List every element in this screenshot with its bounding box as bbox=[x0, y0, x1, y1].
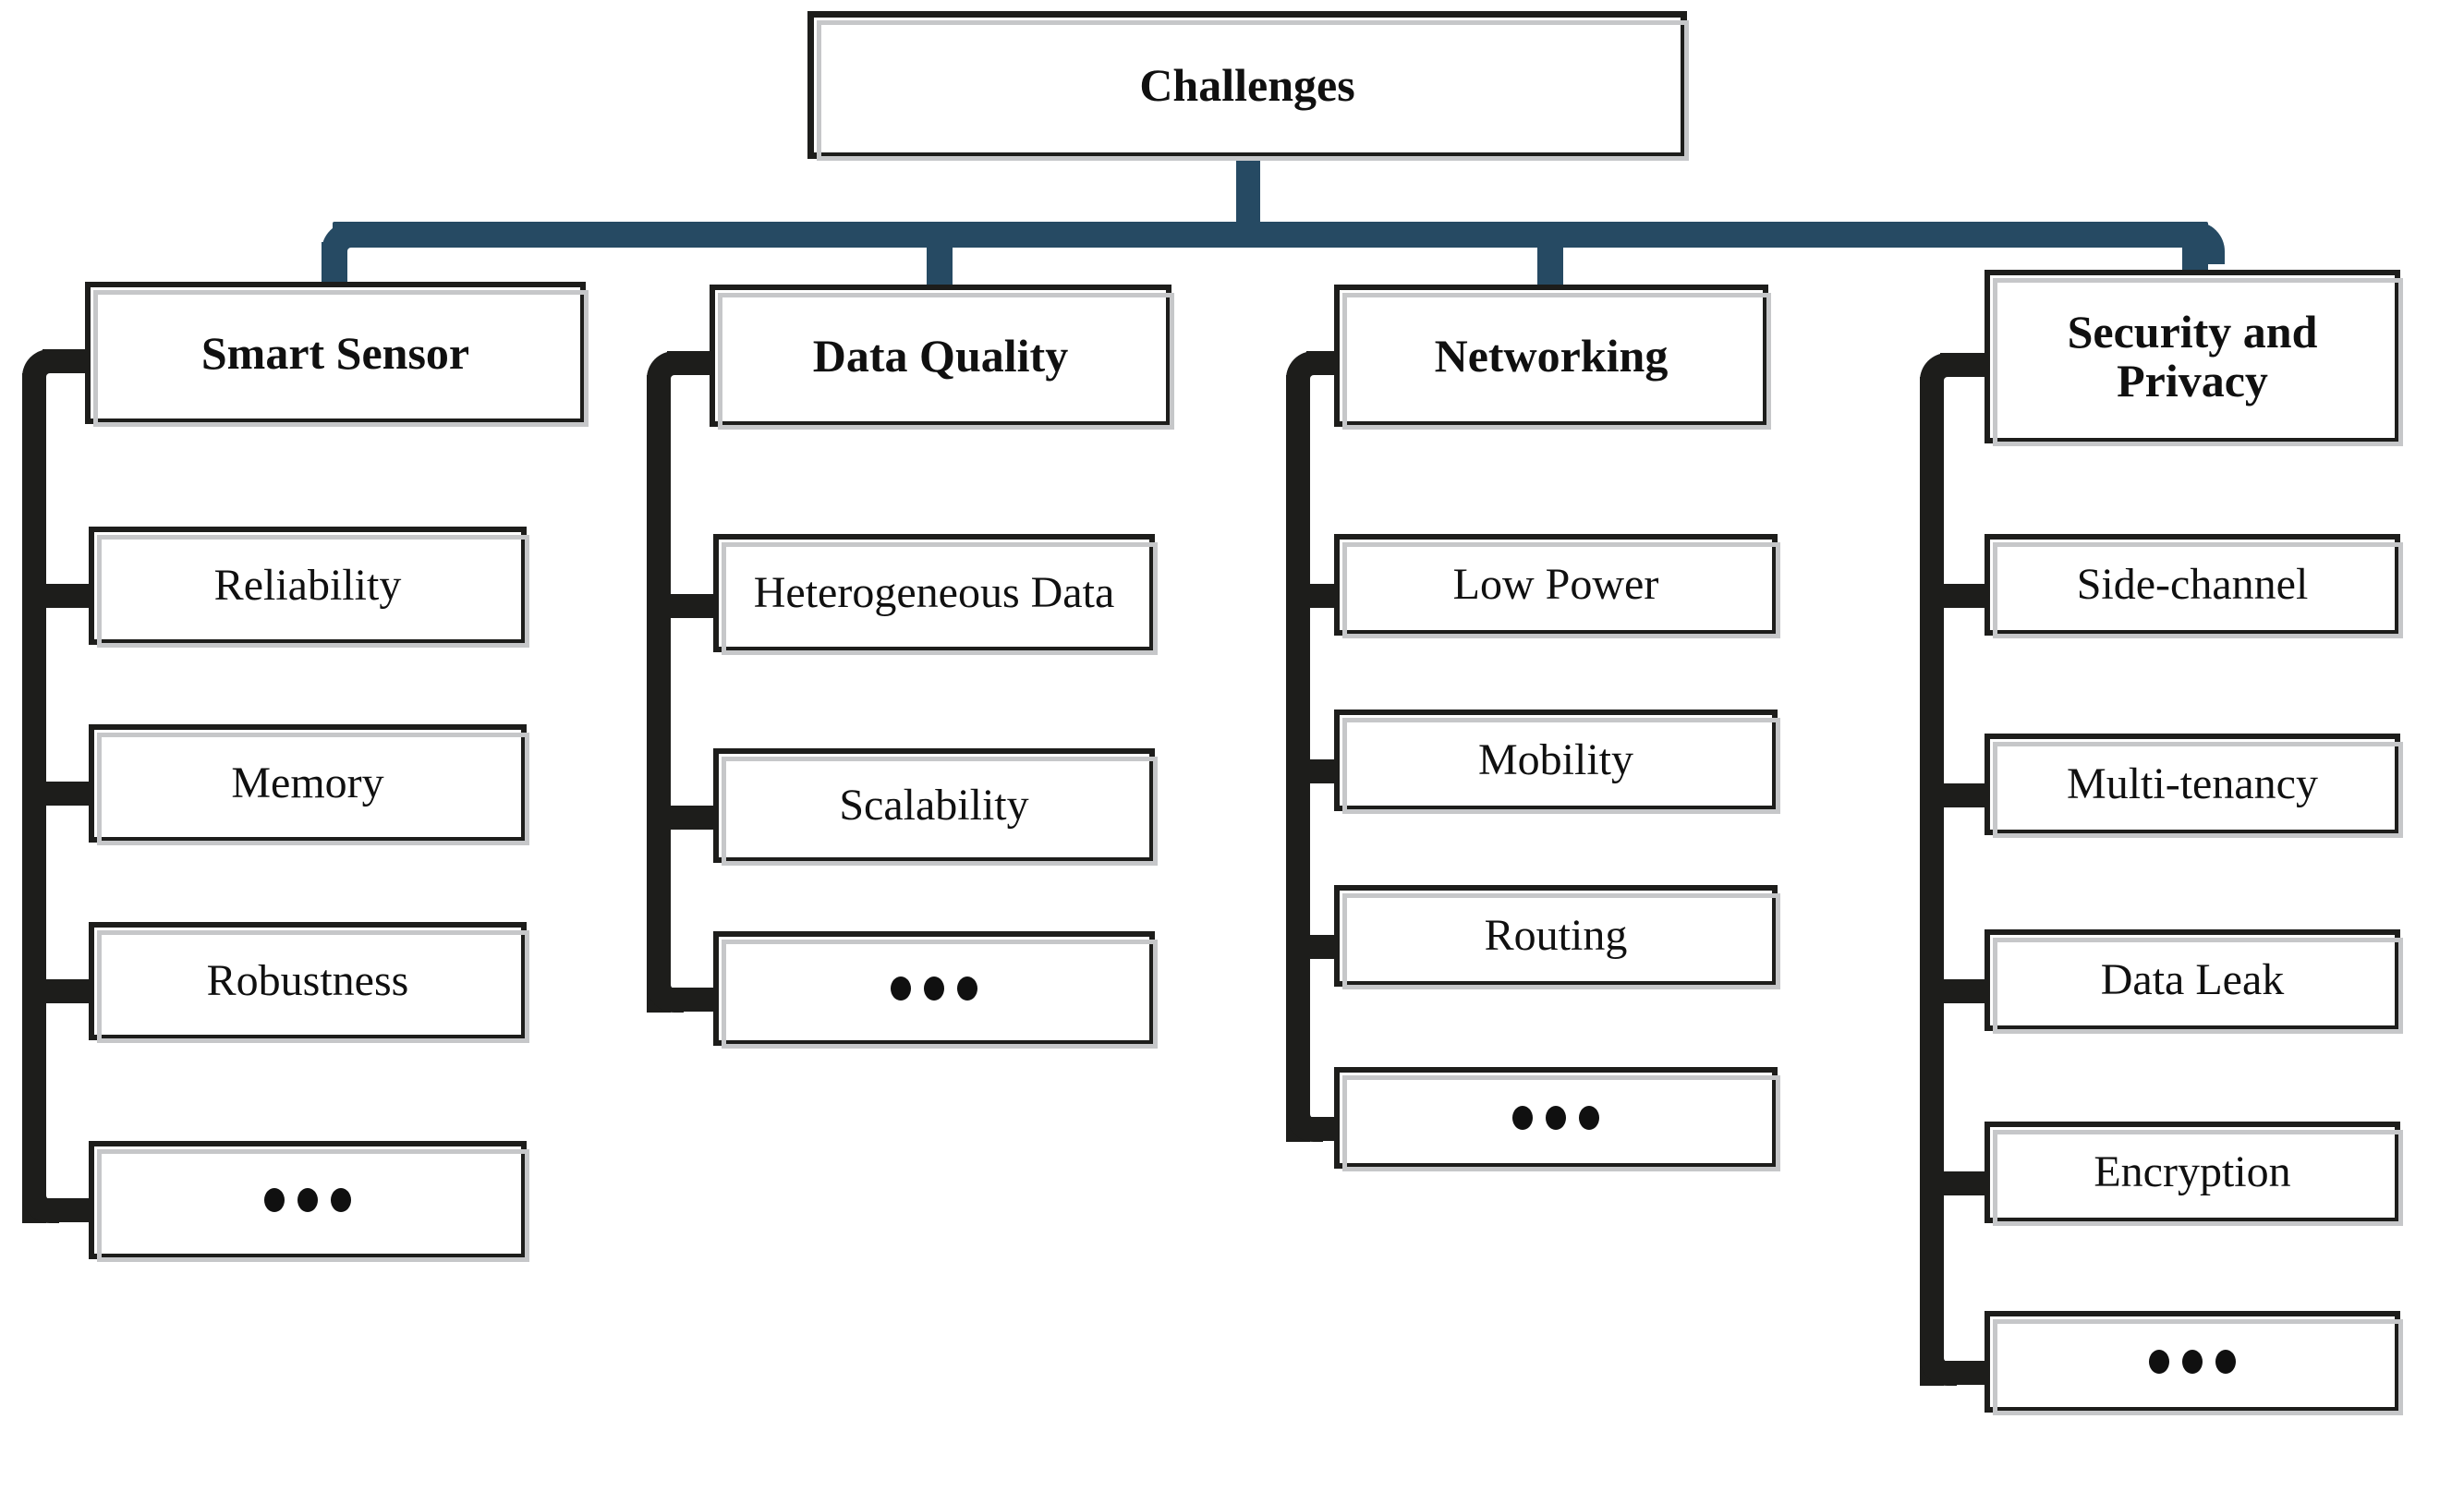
leaf-label: Scalability bbox=[839, 780, 1029, 830]
root-node-challenges[interactable]: Challenges bbox=[807, 11, 1689, 161]
bracket-spine-4 bbox=[1920, 377, 1944, 1386]
leaf-robustness[interactable]: Robustness bbox=[89, 922, 529, 1043]
leaf-data-leak[interactable]: Data Leak bbox=[1985, 929, 2403, 1034]
branch-header-label: Data Quality bbox=[812, 329, 1069, 382]
leaf-side-channel[interactable]: Side-channel bbox=[1985, 534, 2403, 638]
branch-header-label: Smart Sensor bbox=[200, 326, 470, 379]
leaf-ellipsis-smart-sensor[interactable] bbox=[89, 1141, 529, 1262]
root-node-label: Challenges bbox=[1139, 58, 1355, 111]
leaf-label: Multi-tenancy bbox=[2067, 758, 2318, 808]
leaf-heterogeneous-data[interactable]: Heterogeneous Data bbox=[713, 534, 1158, 655]
branch-header-label: Security and Privacy bbox=[2067, 306, 2318, 406]
leaf-label: Data Leak bbox=[2100, 954, 2285, 1004]
leaf-label: Reliability bbox=[213, 560, 402, 610]
leaf-label: Robustness bbox=[206, 955, 409, 1005]
leaf-ellipsis-security[interactable] bbox=[1985, 1311, 2403, 1415]
branch-drop-3 bbox=[1537, 242, 1563, 288]
branch-header-security-and-privacy[interactable]: Security and Privacy bbox=[1985, 270, 2403, 446]
ellipsis-icon bbox=[1512, 1106, 1599, 1130]
bracket-spine-2 bbox=[647, 375, 671, 1013]
branch-drop-2 bbox=[927, 242, 953, 288]
bracket-spine-3 bbox=[1286, 375, 1310, 1142]
leaf-label: Routing bbox=[1484, 910, 1628, 960]
trunk-horizontal-bar bbox=[333, 222, 2208, 248]
leaf-mobility[interactable]: Mobility bbox=[1334, 710, 1780, 814]
leaf-label: Memory bbox=[231, 758, 384, 807]
leaf-encryption[interactable]: Encryption bbox=[1985, 1122, 2403, 1226]
leaf-low-power[interactable]: Low Power bbox=[1334, 534, 1780, 638]
branch-header-label: Networking bbox=[1434, 329, 1669, 382]
ellipsis-icon bbox=[264, 1188, 351, 1212]
leaf-scalability[interactable]: Scalability bbox=[713, 748, 1158, 866]
branch-header-networking[interactable]: Networking bbox=[1334, 285, 1771, 430]
leaf-label: Mobility bbox=[1477, 734, 1634, 784]
leaf-routing[interactable]: Routing bbox=[1334, 885, 1780, 989]
leaf-multi-tenancy[interactable]: Multi-tenancy bbox=[1985, 734, 2403, 838]
ellipsis-icon bbox=[891, 976, 977, 1001]
leaf-label: Encryption bbox=[2094, 1146, 2291, 1196]
leaf-memory[interactable]: Memory bbox=[89, 724, 529, 845]
leaf-label: Side-channel bbox=[2076, 559, 2309, 609]
bracket-spine-1 bbox=[22, 373, 46, 1223]
branch-header-smart-sensor[interactable]: Smart Sensor bbox=[85, 282, 589, 427]
leaf-ellipsis-networking[interactable] bbox=[1334, 1067, 1780, 1171]
leaf-reliability[interactable]: Reliability bbox=[89, 527, 529, 648]
leaf-label: Low Power bbox=[1452, 559, 1659, 609]
ellipsis-icon bbox=[2149, 1350, 2236, 1374]
branch-drop-1 bbox=[322, 242, 347, 288]
leaf-ellipsis-data-quality[interactable] bbox=[713, 931, 1158, 1049]
branch-header-data-quality[interactable]: Data Quality bbox=[710, 285, 1174, 430]
root-connector-stub bbox=[1236, 153, 1260, 222]
leaf-label: Heterogeneous Data bbox=[753, 567, 1115, 617]
